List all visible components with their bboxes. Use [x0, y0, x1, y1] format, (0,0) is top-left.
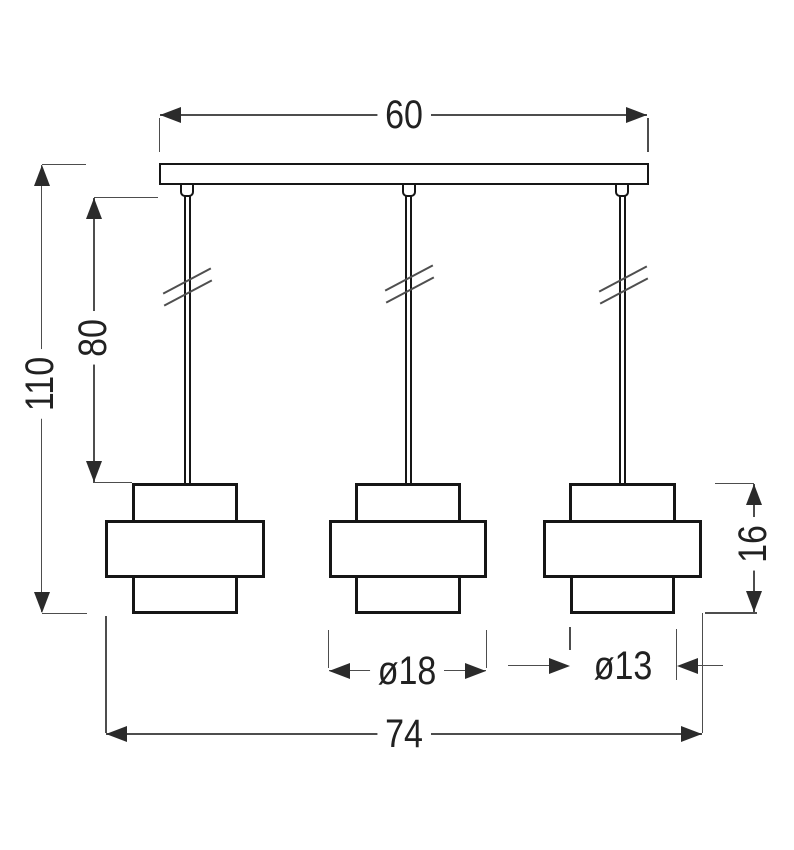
dim-arrow-16-bottom [746, 591, 762, 612]
extension-line-d18-right [485, 630, 487, 668]
dim-arrow-110-bottom [33, 592, 50, 613]
extension-line-110-top [42, 163, 86, 166]
shade1-bottom-band [132, 575, 238, 614]
extension-line-d18-left [327, 630, 329, 668]
dim-arrow-80-bottom [86, 461, 102, 482]
dim-arrow-d18-right [465, 662, 486, 679]
shade2-top-band [355, 483, 461, 523]
dim-label-canopy-width: 60 [377, 95, 431, 135]
dim-arrow-60-right [626, 107, 647, 123]
cord-connector-2 [402, 183, 416, 197]
dim-arrow-110-top [33, 165, 50, 186]
ceiling-canopy [159, 163, 649, 185]
dim-label-shade-height: 16 [731, 517, 775, 571]
dim-arrow-16-top [746, 484, 762, 505]
dimension-tail-d13-left [508, 664, 550, 667]
shade3-bottom-band [570, 575, 675, 614]
dim-arrow-d13-left [549, 657, 570, 674]
shade3-top-band [569, 483, 676, 523]
extension-line-80-top [94, 196, 158, 199]
extension-line-16-top [715, 482, 754, 484]
pendant-cord-2 [405, 196, 412, 486]
dim-arrow-60-left [160, 107, 181, 123]
extension-line-80-bottom [93, 481, 132, 484]
pendant-cord-3 [619, 196, 626, 486]
extension-line-110-bottom [42, 612, 87, 615]
shade1-top-band [132, 483, 238, 523]
dim-arrow-d18-left [328, 662, 350, 679]
extension-line-d13-right [675, 629, 678, 680]
dimension-tail-d13-right [697, 664, 723, 667]
cord-connector-1 [180, 183, 194, 197]
shade3-middle-band [543, 520, 702, 578]
dim-arrow-74-left [106, 726, 127, 742]
dim-label-overall-width: 74 [377, 714, 431, 754]
dim-arrow-d13-right [676, 657, 698, 674]
dim-label-cord-drop: 80 [71, 311, 115, 365]
extension-line-16-bottom [705, 612, 757, 614]
shade1-middle-band [105, 520, 265, 578]
dim-label-small-diameter: ø13 [586, 646, 660, 686]
cord-connector-3 [615, 183, 629, 197]
extension-line-60-left [158, 118, 161, 152]
dim-label-large-diameter: ø18 [370, 651, 444, 691]
pendant-cord-1 [183, 196, 191, 486]
shade2-middle-band [329, 520, 487, 578]
dim-arrow-74-right [681, 726, 702, 742]
shade2-bottom-band [355, 575, 461, 614]
dim-label-overall-height: 110 [18, 349, 62, 419]
extension-line-74-left [105, 616, 107, 733]
extension-line-74-right [701, 613, 704, 733]
extension-line-60-right [647, 118, 649, 152]
extension-line-d13-left [569, 627, 571, 650]
dim-arrow-80-top [86, 198, 102, 219]
